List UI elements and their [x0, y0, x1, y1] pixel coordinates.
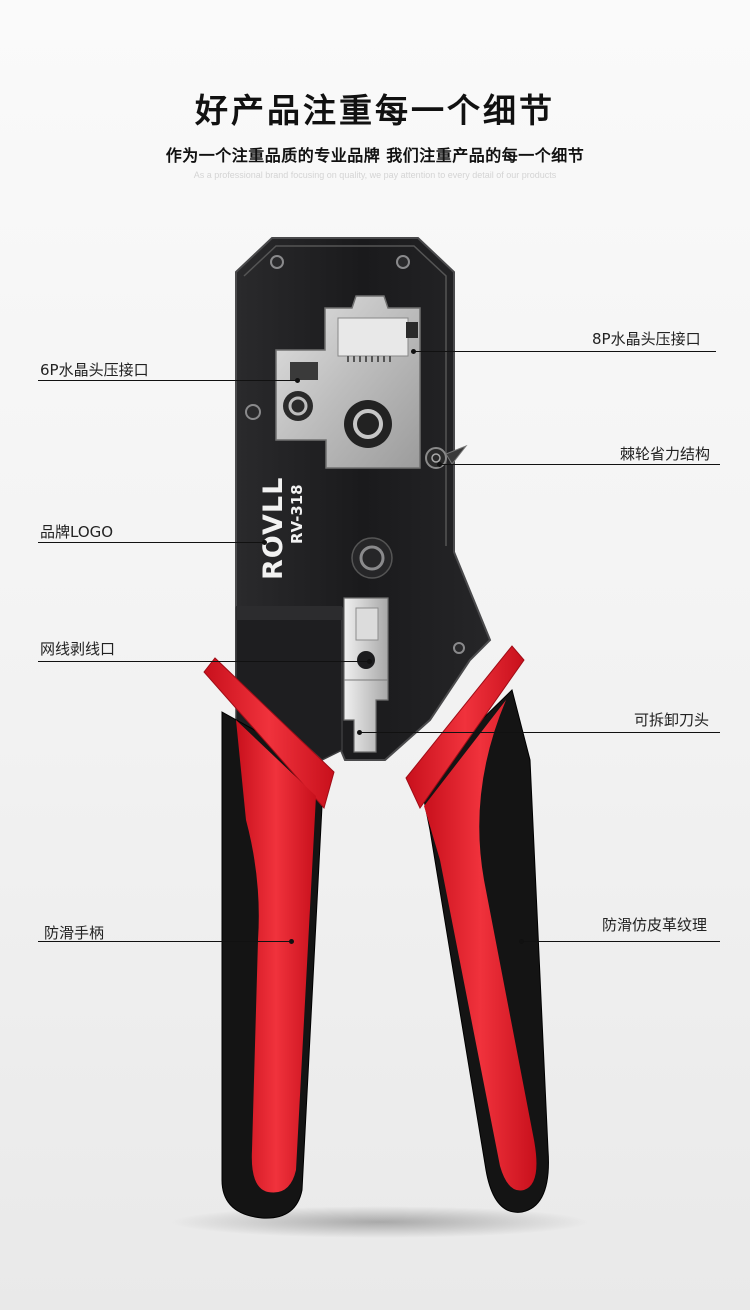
8p-die-teeth [347, 356, 391, 362]
callout-stripper-line [38, 661, 370, 662]
page-title: 好产品注重每一个细节 [195, 91, 555, 130]
callout-8p-port-line [414, 351, 716, 352]
brand-mark: ROVLL RV-318 [258, 477, 306, 580]
callout-6p-port-label: 6P水晶头压接口 [40, 361, 149, 379]
rivet-holes [245, 255, 465, 654]
brand-logo: ROVLL [258, 477, 289, 580]
callout-texture-label: 防滑仿皮革纹理 [602, 916, 708, 934]
model-number: RV-318 [288, 484, 306, 544]
callout-texture-line [522, 941, 720, 942]
callout-logo-label: 品牌LOGO [40, 523, 114, 541]
main-pivot [351, 537, 393, 579]
callout-6p-port-dot [295, 378, 300, 383]
callout-grip-label: 防滑手柄 [44, 924, 105, 942]
callout-ratchet-label: 棘轮省力结构 [620, 445, 711, 463]
callout-ratchet-dot [437, 462, 442, 467]
callout-ratchet-line [440, 464, 720, 465]
callout-blade-dot [357, 730, 362, 735]
callout-blade-label: 可拆卸刀头 [634, 711, 710, 729]
right-handle [405, 645, 549, 1213]
crimp-gear-small [283, 391, 313, 421]
callout-texture-dot [519, 939, 524, 944]
callout-logo-dot [262, 540, 267, 545]
callout-grip-line [38, 941, 292, 942]
callout-8p-port-label: 8P水晶头压接口 [592, 330, 701, 348]
callout-6p-port-line [38, 380, 298, 381]
callout-8p-port-dot [411, 349, 416, 354]
callout-stripper-label: 网线剥线口 [40, 640, 116, 658]
left-handle [203, 657, 335, 1219]
callout-grip-dot [289, 939, 294, 944]
page-tagline: As a professional brand focusing on qual… [193, 170, 557, 180]
callout-stripper-dot [367, 659, 372, 664]
callout-blade-line [360, 732, 720, 733]
page-subtitle: 作为一个注重品质的专业品牌 我们注重产品的每一个细节 [165, 146, 585, 165]
callout-logo-line [38, 542, 264, 543]
crimp-gear-large [344, 400, 392, 448]
